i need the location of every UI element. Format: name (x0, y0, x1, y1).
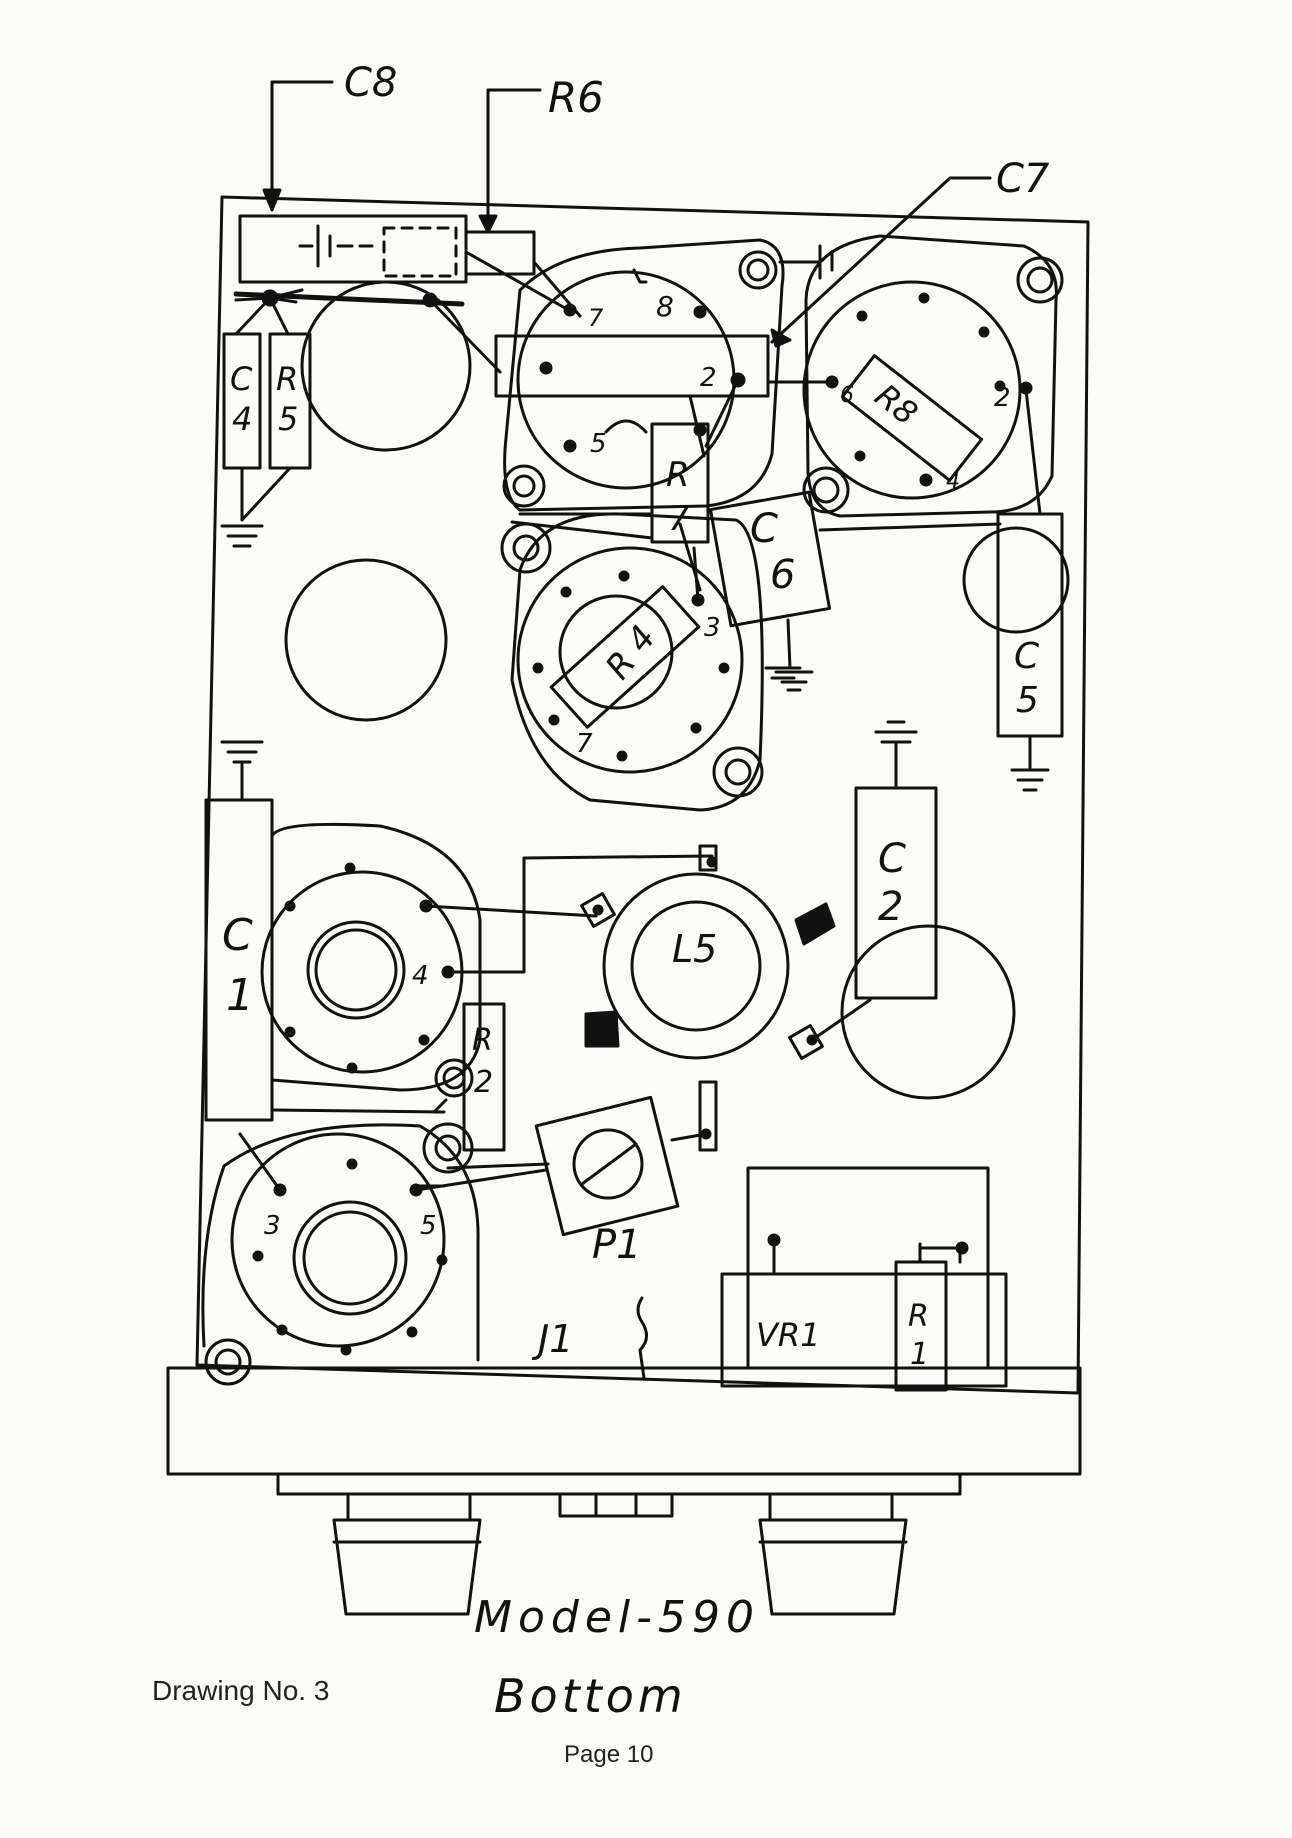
c7-leader (770, 176, 992, 344)
c1-label-1: C (222, 910, 253, 961)
r8-resistor (840, 354, 984, 482)
c8-leader (270, 80, 334, 198)
r6-resistor-body (464, 230, 536, 276)
r1-label-1: R (908, 1299, 929, 1334)
r4-resistor (549, 585, 701, 729)
c6-label-1: C (750, 506, 778, 552)
pin-label: 2 (700, 363, 717, 393)
r1-label-2: 1 (910, 1337, 929, 1372)
right-knob (758, 1492, 908, 1616)
r7-label-2: 7 (668, 499, 690, 539)
pin-label: 3 (704, 613, 721, 643)
c5-label-2: 5 (1016, 680, 1039, 721)
c4-label-1: C (230, 360, 253, 398)
left-knob (332, 1492, 482, 1616)
title-block: Model-590 Bottom Drawing No. 3 Page 10 (152, 1592, 760, 1768)
model-title: Model-590 (474, 1592, 760, 1643)
vr1-regulator (720, 1272, 1008, 1388)
pin-label: 2 (994, 383, 1011, 413)
chassis-hole (284, 558, 448, 722)
chassis-hole (300, 280, 472, 452)
c7-capacitor (494, 334, 770, 398)
r5-label-2: 5 (278, 400, 298, 438)
r7-resistor (650, 422, 710, 544)
r2-label-1: R (472, 1023, 493, 1058)
c6-label-2: 6 (770, 552, 795, 598)
p1-potentiometer (534, 1095, 680, 1237)
r2-label-2: 2 (474, 1065, 493, 1100)
r6-dashed (382, 226, 458, 278)
c8-callout-label: C8 (344, 60, 397, 106)
capacitor-symbol (298, 224, 374, 268)
front-panel (166, 1366, 1082, 1476)
tube-socket-v2 (502, 238, 785, 512)
c1-capacitor (204, 798, 274, 1122)
pin-label: 5 (590, 429, 607, 459)
r6-leader (486, 88, 542, 224)
drawing-number: Drawing No. 3 (152, 1675, 329, 1706)
pin-label: 4 (946, 469, 960, 494)
c2-label-1: C (878, 836, 906, 882)
c2-label-2: 2 (878, 884, 903, 930)
l5-coil (580, 844, 836, 1152)
tube-socket-v5 (201, 1123, 480, 1386)
ground-symbol (220, 524, 264, 548)
j1-jack-wire (636, 1296, 648, 1380)
view-subtitle: Bottom (494, 1669, 687, 1723)
page-number: Page 10 (564, 1741, 653, 1768)
vr1-label: VR1 (756, 1316, 820, 1354)
chassis-hole (840, 924, 1016, 1100)
panel-bracket (276, 1472, 962, 1496)
c4-label-2: 4 (232, 400, 252, 438)
c7-callout-label: C7 (996, 156, 1050, 202)
l5-label: L5 (672, 927, 717, 971)
pin-label: 8 (656, 290, 674, 323)
r4-label: R 4 (598, 618, 664, 687)
j1-label: J1 (531, 1317, 573, 1361)
tube-socket-v4 (260, 822, 482, 1092)
pin-label: 7 (588, 304, 604, 332)
r5-label-1: R (276, 360, 298, 398)
pin-label: 4 (412, 961, 429, 991)
pin-label: 6 (840, 383, 854, 408)
pin-labels: 7 8 5 2 6 2 4 3 7 4 3 5 (264, 290, 1011, 1241)
pin-label: 5 (420, 1211, 437, 1241)
c5-label-1: C (1014, 636, 1040, 677)
c1-label-2: 1 (226, 970, 254, 1021)
tube-socket-v1 (500, 512, 764, 812)
chassis-hole (962, 526, 1070, 634)
center-connector (558, 1492, 674, 1518)
r6-callout-label: R6 (548, 73, 604, 122)
pin-label: 3 (264, 1211, 281, 1241)
p1-label: P1 (592, 1222, 642, 1268)
c6-capacitor (709, 490, 831, 628)
vr1-outline (746, 1166, 990, 1370)
pin-label: 7 (576, 729, 593, 759)
r7-label-1: R (666, 455, 690, 495)
callout-labels: C8 R6 C7 (344, 60, 1050, 202)
c8-capacitor-body (238, 214, 468, 284)
component-labels: C 4 R 5 R8 R 7 C 6 R 4 C 5 C 1 R 2 C 2 L… (222, 360, 1040, 1372)
